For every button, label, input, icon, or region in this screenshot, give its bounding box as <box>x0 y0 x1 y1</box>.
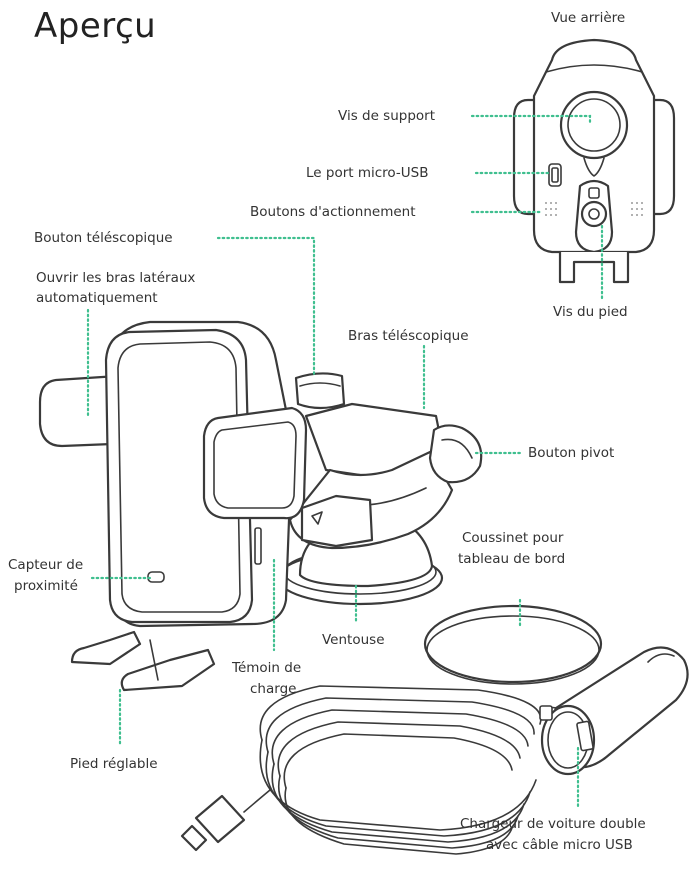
label-chargeur-line2: avec câble micro USB <box>486 835 633 855</box>
label-boutons-actionnement: Boutons d'actionnement <box>250 202 416 222</box>
label-coussinet-line2: tableau de bord <box>458 549 565 569</box>
label-bouton-pivot: Bouton pivot <box>528 443 614 463</box>
label-temoin-line2: charge <box>250 679 296 699</box>
label-vis-support: Vis de support <box>338 106 435 126</box>
label-pied-reglable: Pied réglable <box>70 754 158 774</box>
label-ventouse: Ventouse <box>322 630 385 650</box>
label-bouton-telescopique: Bouton téléscopique <box>34 228 173 248</box>
label-temoin-line1: Témoin de <box>232 658 301 678</box>
label-capteur-line2: proximité <box>14 576 78 596</box>
label-coussinet-line1: Coussinet pour <box>462 528 563 548</box>
label-ouvrir-bras-line1: Ouvrir les bras latéraux <box>36 268 195 288</box>
label-bras-telescopique: Bras téléscopique <box>348 326 469 346</box>
label-capteur-line1: Capteur de <box>8 555 83 575</box>
label-chargeur-line1: Chargeur de voiture double <box>460 814 646 834</box>
rear-view-illustration <box>514 40 674 282</box>
label-ouvrir-bras-line2: automatiquement <box>36 288 158 308</box>
dashboard-pad-illustration <box>425 606 601 684</box>
car-mount-illustration <box>40 322 481 690</box>
rear-view-title: Vue arrière <box>551 8 625 28</box>
label-port-micro-usb: Le port micro-USB <box>306 163 429 183</box>
label-vis-pied: Vis du pied <box>553 302 628 322</box>
